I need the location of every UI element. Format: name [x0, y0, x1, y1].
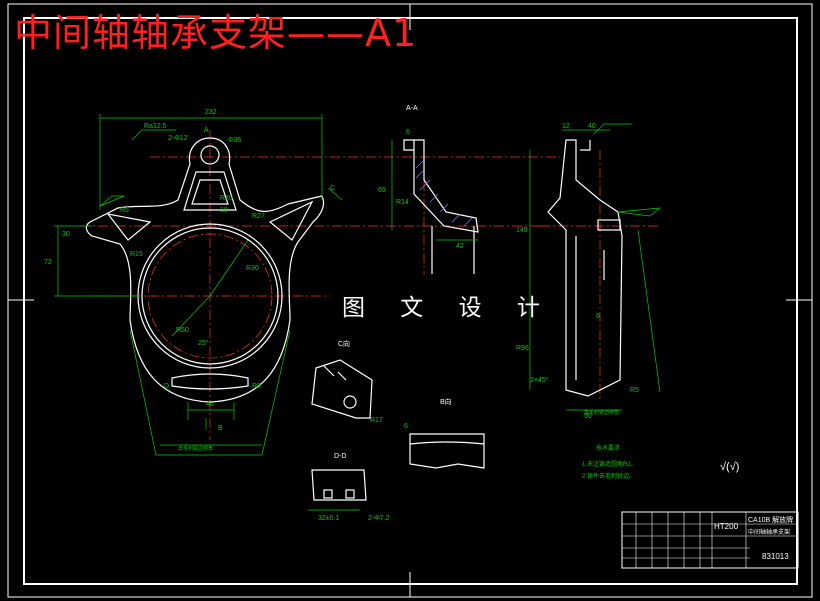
view-dd-dim: 32±0.1 [318, 515, 339, 522]
side-dim-50: 50 [584, 413, 592, 420]
view-c-title: C向 [338, 339, 350, 348]
r20-label: R20 [220, 195, 233, 202]
dim-10: 10 [220, 207, 228, 214]
tech-title: 技术要求 [596, 444, 620, 452]
tech-item-1: 1.未注铸造圆角R2。 [582, 460, 637, 468]
aa-dim-42: 42 [456, 243, 464, 250]
main-view: 232 Ra12.5 2-Φ12 Φ36 A R5 R20 R27 R15 30… [44, 109, 560, 456]
label-c: C [330, 185, 335, 192]
r30-label: R30 [246, 265, 259, 272]
r27-label: R27 [252, 213, 265, 220]
material: HT200 [714, 522, 739, 531]
side-view: 12 40 149 R96 2×45° R5 50 6 去毛刺锐边倒角 [516, 123, 662, 420]
title-block: HT200 CA10B 解放牌 中间轴轴承支架 831013 [621, 511, 799, 569]
aa-dim-6: 6 [406, 129, 410, 136]
label-b: B [218, 425, 223, 432]
tech-requirements: 技术要求 1.未注铸造圆角R2。 2.铸件去毛刺锐边。 [582, 444, 637, 480]
label-d: D [164, 383, 169, 390]
page-title: 中间轴轴承支架——A1 [14, 11, 418, 55]
dim-72: 72 [44, 259, 52, 266]
view-b: B向 6 [404, 397, 485, 469]
centering-marks [8, 4, 812, 597]
side-note: 去毛刺锐边倒角 [584, 409, 619, 416]
side-dim-12: 12 [562, 123, 570, 130]
view-b-title: B向 [440, 397, 452, 406]
watermark: 图 文 设 计 [342, 295, 554, 321]
view-b-dim-6: 6 [404, 423, 408, 430]
view-dd-title: D-D [334, 453, 346, 460]
view-c: C向 R17 [311, 339, 383, 424]
company: CA10B 解放牌 [748, 515, 793, 524]
part-name: 中间轴轴承支架 [748, 528, 790, 536]
section-a-label: A [204, 127, 209, 134]
dim-46: 46 [206, 401, 214, 408]
hole-spec: 2-Φ12 [168, 135, 188, 142]
r5-label: R5 [120, 207, 129, 214]
view-dd: D-D 32±0.1 2-Φ7.2 [308, 453, 390, 522]
side-dim-149: 149 [516, 227, 528, 234]
view-dd-holes: 2-Φ7.2 [368, 515, 390, 522]
main-note: 去毛刺锐边倒角 [178, 445, 213, 452]
aa-r14: R14 [396, 199, 409, 206]
r50-label: R50 [176, 327, 189, 334]
roughness-label: Ra12.5 [144, 123, 167, 130]
drawing-no: 831013 [762, 552, 789, 561]
dia-top: Φ36 [228, 137, 241, 144]
roughness-other-symbol: √(√) [720, 461, 739, 473]
view-c-r17: R17 [370, 417, 383, 424]
side-r5: R5 [630, 387, 639, 394]
side-chamfer: 2×45° [530, 376, 549, 384]
side-dim-40: 40 [588, 123, 596, 130]
r8-label: R8 [252, 383, 261, 390]
dim-width: 232 [205, 109, 217, 116]
tech-item-2: 2.铸件去毛刺锐边。 [582, 472, 635, 480]
aa-dim-69: 69 [378, 187, 386, 194]
side-dim-6: 6 [596, 313, 600, 320]
aa-title: A-A [406, 105, 418, 112]
dim-30: 30 [62, 231, 70, 238]
r15-label: R15 [130, 251, 143, 258]
angle-label: 25° [198, 339, 209, 347]
section-aa-view: A-A 6 R14 42 69 [378, 105, 479, 275]
side-r96: R96 [516, 345, 529, 352]
